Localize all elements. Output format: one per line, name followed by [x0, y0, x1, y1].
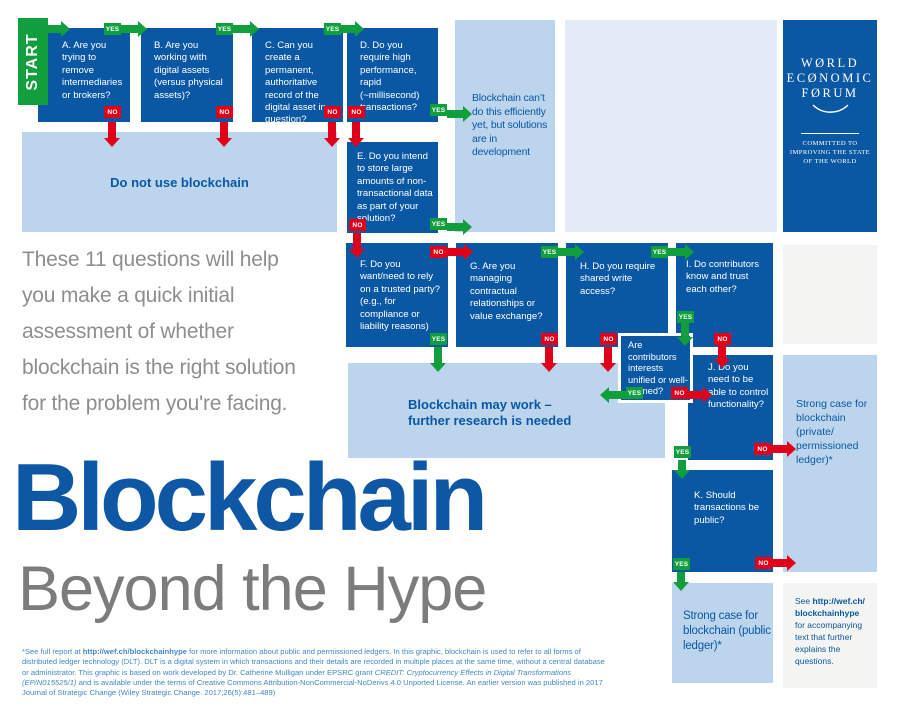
no-arrow-c-down-icon [324, 122, 340, 147]
public-ledger-label: Strong case for blockchain (public ledge… [683, 610, 771, 652]
question-box-j: J. Do you need to be able to control fun… [688, 355, 773, 460]
yes-badge: YES [673, 558, 690, 570]
no-badge: NO [104, 106, 121, 118]
cant-do-this-box: Blockchain can’t do this efficiently yet… [455, 20, 555, 232]
no-badge: NO [600, 333, 617, 345]
private-ledger-box: Strong case for blockchain (private/ per… [783, 355, 877, 572]
no-arrow-contributors-j-icon [688, 387, 712, 403]
question-j-text: J. Do you need to be able to control fun… [708, 362, 769, 411]
yes-badge: YES [324, 23, 341, 35]
no-badge: NO [671, 387, 688, 399]
wef-logo-box: WØRLD ECØNOMIC FØRUM COMMITTED TO IMPROV… [783, 20, 877, 232]
start-arrow-icon [44, 21, 70, 37]
question-box-k: K. Should transactions be public? [672, 470, 773, 572]
yes-arrow-k-down-icon [673, 572, 689, 591]
no-badge: NO [349, 219, 366, 231]
yes-arrow-d-right-icon [447, 106, 472, 122]
yes-badge: YES [104, 23, 121, 35]
page-subtitle: Beyond the Hype [18, 554, 487, 624]
no-arrow-f-g-icon [447, 244, 473, 260]
question-f-text: F. Do you want/need to rely on a trusted… [360, 259, 440, 333]
wef-logo-line2: ECØNOMIC [786, 71, 874, 85]
no-arrow-d-e-icon [348, 122, 364, 147]
no-badge: NO [755, 557, 772, 569]
question-e-text: E. Do you intend to store large amounts … [357, 151, 433, 225]
yes-arrow-h-i-icon [668, 244, 694, 260]
contributors-aligned-text: Are contributors interests unified or we… [628, 340, 688, 396]
yes-badge: YES [430, 333, 447, 345]
no-badge: NO [754, 443, 771, 455]
wef-swoosh-icon [812, 104, 849, 113]
yes-arrow-c-d-icon [341, 21, 364, 37]
start-banner: START [18, 18, 48, 105]
no-arrow-e-f-icon [349, 233, 365, 258]
question-box-f: F. Do you want/need to rely on a trusted… [346, 243, 448, 347]
do-not-use-blockchain-box: Do not use blockchain [22, 132, 337, 232]
no-arrow-i-j-icon [714, 345, 730, 368]
no-badge: NO [541, 333, 558, 345]
yes-arrow-e-right-icon [447, 219, 472, 235]
yes-arrow-j-k-icon [674, 460, 690, 479]
question-box-h: H. Do you require shared write access? [566, 243, 668, 347]
question-b-text: B. Are you working with digital assets (… [154, 40, 223, 101]
yes-arrow-i-down-icon [677, 323, 693, 346]
page-title: Blockchain [12, 444, 488, 551]
no-arrow-h-down-icon [600, 347, 616, 372]
question-a-text: A. Are you trying to remove intermediari… [62, 40, 123, 101]
question-c-text: C. Can you create a permanent, authorita… [265, 40, 326, 122]
yes-badge: YES [674, 446, 691, 458]
spacer-gray-box [783, 245, 877, 344]
no-badge: NO [430, 246, 447, 258]
yes-badge: YES [626, 387, 643, 399]
yes-arrow-f-down-icon [430, 347, 446, 372]
question-box-e: E. Do you intend to store large amounts … [347, 142, 438, 233]
question-h-text: H. Do you require shared write access? [580, 261, 656, 297]
yes-arrow-g-h-icon [558, 244, 584, 260]
no-badge: NO [324, 106, 341, 118]
may-work-box: Blockchain may work – further research i… [348, 363, 665, 458]
no-arrow-j-right-icon [771, 441, 796, 457]
yes-badge: YES [216, 23, 233, 35]
no-badge: NO [216, 106, 233, 118]
see-note-text: See http://wef.ch/ blockchainhype for ac… [795, 596, 865, 666]
spacer-pale-box [565, 20, 777, 232]
yes-badge: YES [430, 218, 447, 230]
question-box-b: B. Are you working with digital assets (… [141, 28, 233, 122]
wef-logo-line1: WØRLD [800, 56, 860, 70]
question-box-g: G. Are you managing contractual relation… [456, 243, 558, 347]
start-label: START [24, 32, 41, 91]
wef-logo-line3: FØRUM [801, 86, 859, 100]
yes-arrow-b-c-icon [233, 21, 259, 37]
yes-arrow-contributors-left-icon [600, 387, 626, 403]
yes-badge: YES [541, 246, 558, 258]
do-not-use-blockchain-label: Do not use blockchain [110, 174, 249, 190]
yes-arrow-a-b-icon [121, 21, 147, 37]
see-note-box: See http://wef.ch/ blockchainhype for ac… [783, 583, 877, 688]
question-g-text: G. Are you managing contractual relation… [470, 261, 543, 322]
private-ledger-label: Strong case for blockchain (private/ per… [796, 398, 868, 466]
intro-text: These 11 questions will help you make a … [22, 248, 296, 415]
no-arrow-g-down-icon [541, 347, 557, 372]
yes-badge: YES [677, 311, 694, 323]
question-i-text: I. Do contributors know and trust each o… [686, 259, 760, 295]
question-box-i: I. Do contributors know and trust each o… [676, 243, 773, 347]
cant-do-this-label: Blockchain can’t do this efficiently yet… [472, 92, 548, 159]
yes-badge: YES [430, 104, 447, 116]
wef-motto: COMMITTED TO IMPROVING THE STATE OF THE … [789, 140, 871, 165]
no-arrow-a-down-icon [104, 122, 120, 147]
no-badge: NO [714, 333, 731, 345]
yes-badge: YES [651, 246, 668, 258]
no-arrow-b-down-icon [216, 122, 232, 147]
may-work-label: Blockchain may work – further research i… [408, 397, 572, 428]
footnote-text: *See full report at http://wef.ch/blockc… [22, 647, 605, 698]
question-d-text: D. Do you require high performance, rapi… [360, 40, 420, 114]
no-badge: NO [348, 106, 365, 118]
wef-divider [801, 133, 859, 134]
question-k-text: K. Should transactions be public? [694, 490, 760, 526]
public-ledger-box: Strong case for blockchain (public ledge… [672, 583, 773, 683]
no-arrow-k-right-icon [772, 555, 796, 571]
